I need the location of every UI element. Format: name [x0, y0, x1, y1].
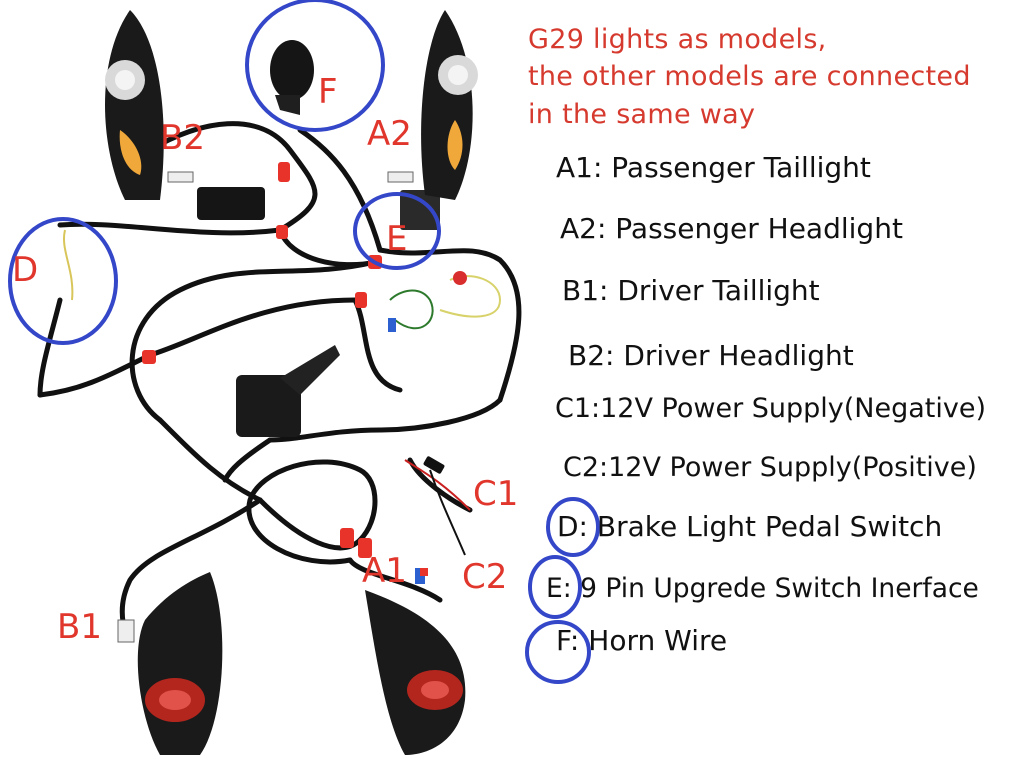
highlight-circle-f [245, 0, 385, 132]
legend-f: F: Horn Wire [556, 624, 728, 657]
legend-c1: C1:12V Power Supply(Negative) [555, 393, 986, 424]
callout-f: F [318, 72, 338, 112]
legend-e: E: 9 Pin Upgrede Switch Inerface [546, 573, 979, 604]
highlight-circle-legend-f [525, 620, 591, 684]
callout-a1: A1 [362, 551, 407, 591]
callout-c1: C1 [473, 474, 519, 514]
legend-b1: B1: Driver Taillight [562, 274, 820, 307]
legend-a2: A2: Passenger Headlight [560, 212, 903, 245]
callout-b2: B2 [160, 118, 205, 158]
highlight-circle-legend-e [528, 555, 582, 619]
note-line-1: G29 lights as models, [528, 24, 827, 55]
highlight-circle-e [353, 192, 441, 270]
callout-a2: A2 [367, 114, 412, 154]
driver-headlight [105, 10, 194, 200]
horn [270, 40, 314, 115]
legend-b2: B2: Driver Headlight [568, 339, 854, 372]
legend-a1: A1: Passenger Taillight [556, 151, 871, 184]
passenger-headlight [387, 10, 478, 200]
fuse-wires [63, 229, 502, 556]
driver-taillight [117, 572, 223, 755]
highlight-circles [8, 0, 600, 684]
callout-d: D [12, 250, 39, 290]
legend-c2: C2:12V Power Supply(Positive) [563, 452, 977, 483]
callout-c2: C2 [462, 557, 508, 597]
highlight-circle-legend-d [546, 497, 600, 557]
callout-b1: B1 [57, 607, 102, 647]
note-line-3: in the same way [528, 99, 756, 130]
fuse-holder [423, 456, 445, 474]
legend-d: D: Brake Light Pedal Switch [557, 510, 943, 543]
callout-e: E [386, 219, 408, 259]
note-line-2: the other models are connected [528, 61, 971, 92]
switch-module [197, 187, 467, 437]
highlight-circle-d [8, 217, 118, 345]
passenger-taillight [365, 568, 466, 755]
